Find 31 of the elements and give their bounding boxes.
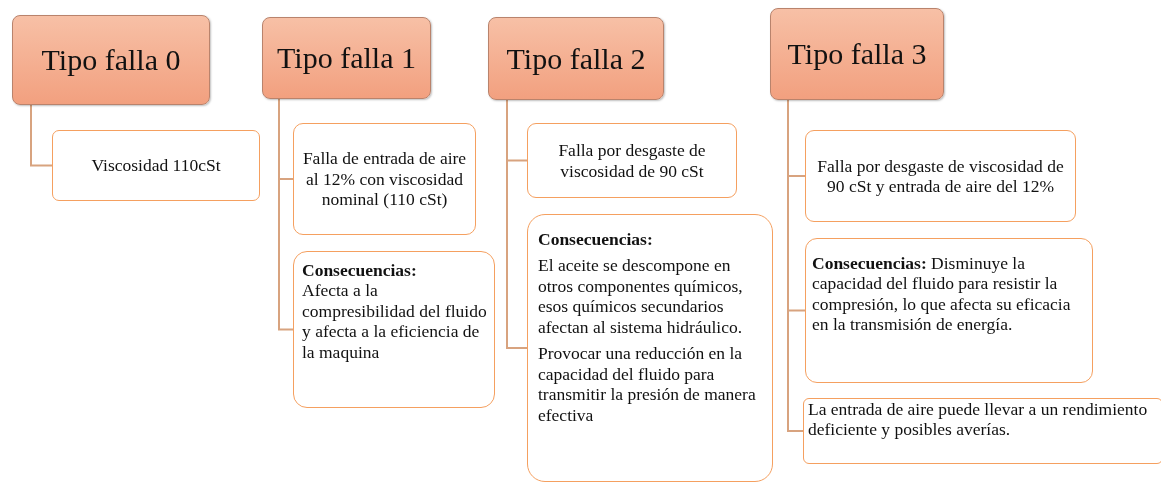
body-text: Afecta a la compresibilidad del fluido y afecta a la eficiencia de la maquina: [302, 280, 488, 363]
detail-box: [52, 130, 260, 201]
category-title: Tipo falla 2: [506, 41, 646, 76]
body-text: Falla por desgaste de viscosidad de 90 cSt: [557, 140, 707, 181]
body-text: Viscosidad 110cSt: [90, 155, 222, 176]
detail-box: [803, 398, 1161, 464]
category-title: Tipo falla 3: [787, 37, 927, 71]
detail-box: [805, 238, 1093, 383]
body-text: Falla por desgaste de viscosidad de 90 cSt y entrada de aire del 12%: [816, 155, 1065, 197]
connector-line: [787, 99, 804, 432]
detail-box: [293, 123, 476, 235]
body-text: Consecuencias: Disminuye la capacidad del fluido para resistir la compresión, lo que afecta su eficacia en la transmisión de energía.: [812, 253, 1072, 335]
connector-line: [506, 99, 528, 349]
body-text: La entrada de aire puede llevar a un rendimiento deficiente y posibles averías.: [808, 399, 1149, 440]
detail-box: [527, 214, 773, 482]
category-box: [488, 17, 664, 100]
connector-line: [278, 98, 294, 331]
heading-text: Consecuencias:: [302, 260, 418, 281]
category-title: Tipo falla 0: [41, 43, 181, 77]
category-box: [262, 17, 431, 99]
category-title: Tipo falla 1: [277, 41, 416, 75]
detail-box: [805, 130, 1076, 222]
detail-box: [293, 251, 495, 408]
body-text: El aceite se descompone en otros componentes químicos, esos químicos secundarios afectan al sistema hidráulico.: [538, 255, 744, 338]
detail-box: [527, 123, 737, 198]
heading-text: Consecuencias:: [538, 229, 654, 250]
category-box: [12, 15, 210, 105]
category-box: [770, 8, 944, 100]
body-text: Provocar una reducción en la capacidad del fluido para transmitir la presión de manera efectiva: [538, 343, 757, 426]
connector-line: [30, 104, 53, 167]
body-text: Falla de entrada de aire al 12% con viscosidad nominal (110 cSt): [301, 148, 468, 210]
